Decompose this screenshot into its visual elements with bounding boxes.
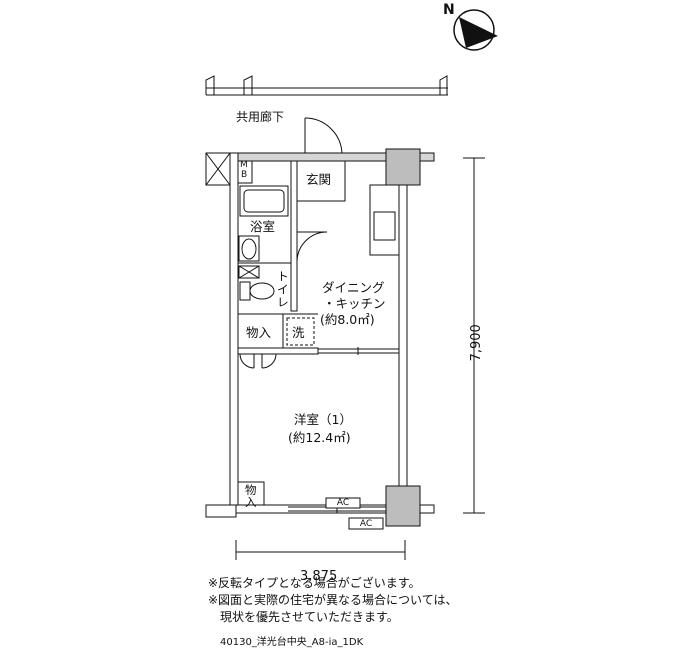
dimension-width [235,540,406,560]
bathtub [239,185,289,217]
dining-kitchen-area: (約8.0㎡) [320,312,375,327]
closet-doors [239,353,277,369]
dimension-depth [463,157,485,514]
washer-pan [286,317,315,346]
toilet-label: トイレ [275,270,290,309]
inner-walls [237,160,346,355]
ac-inner-label: AC [336,498,350,508]
storage-1-label: 物入 [246,325,272,340]
kitchen-counter [369,184,400,256]
dining-kitchen-label-2: ・キッチン [323,296,386,311]
ac-outer-label: AC [359,519,373,529]
washer-label: 洗 [292,325,305,340]
sliding-door [318,347,399,355]
storage-2-box [237,481,265,506]
laundry-basin [238,265,260,279]
dining-kitchen-label-1: ダイニング [322,280,385,295]
wash-basin [238,235,260,262]
corridor-label: 共用廊下 [236,110,285,124]
western-room-label: 洋室（1） [294,412,352,427]
plan-id: 40130_洋光台中央_A8-ia_1DK [220,637,364,648]
meter-box-label-1: M [240,160,248,170]
western-room-area: (約12.4㎡) [288,430,351,445]
note-line-1: ※反転タイプとなる場合がございます。 [208,576,421,590]
meter-box [237,160,253,184]
bathroom-label: 浴室 [250,219,276,234]
toilet-bowl [239,281,275,301]
bathroom-door [296,231,328,263]
storage-2-label-1: 物 [245,483,257,497]
width-dimension-label: 3,875 [300,569,338,584]
corridor-railing [205,75,448,96]
compass-icon [453,9,498,51]
ac-outer-box [348,517,384,530]
entrance-label: 玄関 [306,172,332,187]
entrance-door [304,117,343,156]
note-line-2: ※図面と実際の住宅が異なる場合については、 [208,593,458,607]
compass-north-label: N [443,2,455,18]
meter-box-label-2: B [241,170,248,180]
note-line-3: 現状を優先させていただきます。 [208,610,399,624]
ac-inner-box [325,497,361,509]
storage-2-label-2: 入 [245,495,257,509]
depth-dimension-label: 7,900 [468,324,484,362]
